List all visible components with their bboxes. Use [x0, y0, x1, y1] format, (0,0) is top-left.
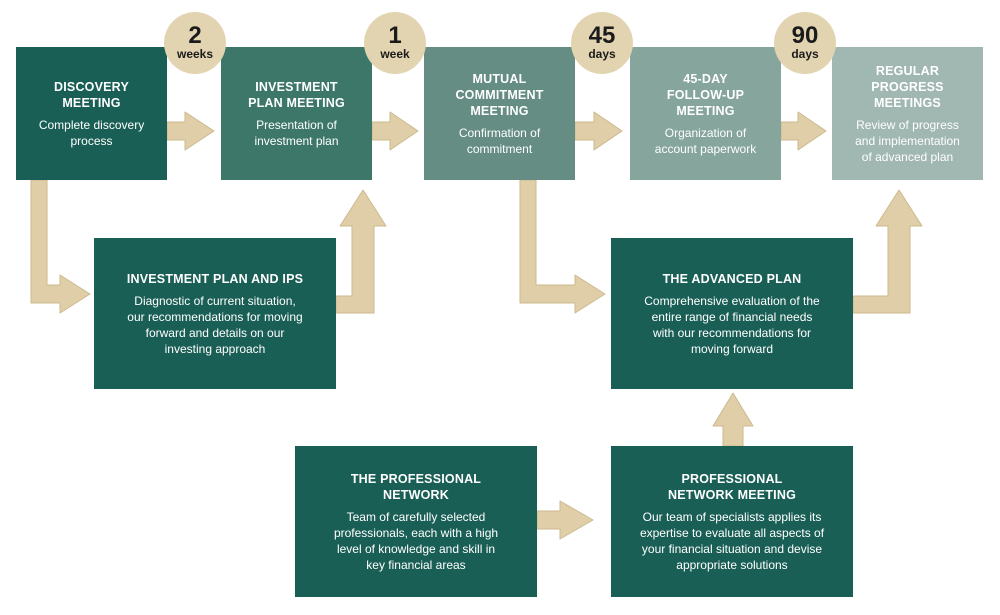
timing-badge-90-days: 90 days — [774, 12, 836, 74]
arrow-step1-to-step2 — [166, 111, 215, 151]
badge-number: 45 — [588, 22, 616, 49]
panel-professional-network: THE PROFESSIONAL NETWORK Team of careful… — [295, 446, 537, 597]
badge-unit: days — [588, 47, 616, 61]
step-description: Organization of account paperwork — [654, 125, 757, 156]
arrow-meeting-to-advanced — [712, 392, 754, 447]
badge-unit: week — [380, 47, 410, 61]
panel-professional-network-meeting: PROFESSIONAL NETWORK MEETING Our team of… — [611, 446, 853, 597]
badge-unit: weeks — [176, 47, 214, 61]
arrow-advanced-to-progress — [852, 189, 923, 314]
step-follow-up-meeting: 45-DAY FOLLOW-UP MEETING Organization of… — [630, 47, 781, 180]
arrow-step2-to-step3 — [371, 111, 419, 151]
panel-title: INVESTMENT PLAN AND IPS — [126, 271, 304, 286]
step-title: MUTUAL COMMITMENT MEETING — [455, 71, 544, 118]
badge-unit: days — [791, 47, 819, 61]
step-mutual-commitment-meeting: MUTUAL COMMITMENT MEETING Confirmation o… — [424, 47, 575, 180]
badge-number: 1 — [388, 22, 402, 49]
step-description: Review of progress and implementation of… — [855, 117, 960, 164]
panel-title: PROFESSIONAL NETWORK MEETING — [668, 471, 796, 502]
panel-investment-plan-and-ips: INVESTMENT PLAN AND IPS Diagnostic of cu… — [94, 238, 336, 389]
panel-description: Team of carefully selected professionals… — [333, 509, 499, 572]
step-discovery-meeting: DISCOVERY MEETING Complete discovery pro… — [16, 47, 167, 180]
arrow-network-to-meeting — [536, 500, 594, 540]
arrow-commitment-to-advanced — [519, 179, 606, 314]
timing-badge-45-days: 45 days — [571, 12, 633, 74]
panel-description: Diagnostic of current situation, our rec… — [127, 293, 303, 356]
step-title: REGULAR PROGRESS MEETINGS — [871, 63, 944, 110]
step-description: Complete discovery process — [38, 117, 145, 148]
panel-description: Comprehensive evaluation of the entire r… — [644, 293, 820, 356]
badge-number: 90 — [791, 22, 819, 49]
step-description: Presentation of investment plan — [254, 117, 339, 148]
arrow-step3-to-step4 — [574, 111, 623, 151]
timing-badge-2-weeks: 2 weeks — [164, 12, 226, 74]
step-title: DISCOVERY MEETING — [54, 79, 129, 110]
panel-advanced-plan: THE ADVANCED PLAN Comprehensive evaluati… — [611, 238, 853, 389]
arrow-ips-to-investment-meeting — [335, 189, 387, 314]
panel-title: THE ADVANCED PLAN — [662, 271, 802, 286]
step-description: Confirmation of commitment — [458, 125, 541, 156]
panel-description: Our team of specialists applies its expe… — [639, 509, 825, 572]
step-investment-plan-meeting: INVESTMENT PLAN MEETING Presentation of … — [221, 47, 372, 180]
step-regular-progress-meetings: REGULAR PROGRESS MEETINGS Review of prog… — [832, 47, 983, 180]
arrow-step4-to-step5 — [780, 111, 827, 151]
panel-title: THE PROFESSIONAL NETWORK — [350, 471, 482, 502]
timing-badge-1-week: 1 week — [364, 12, 426, 74]
arrow-discovery-to-ips — [30, 179, 91, 314]
step-title: 45-DAY FOLLOW-UP MEETING — [666, 71, 745, 118]
badge-number: 2 — [188, 22, 202, 49]
step-title: INVESTMENT PLAN MEETING — [248, 79, 345, 110]
